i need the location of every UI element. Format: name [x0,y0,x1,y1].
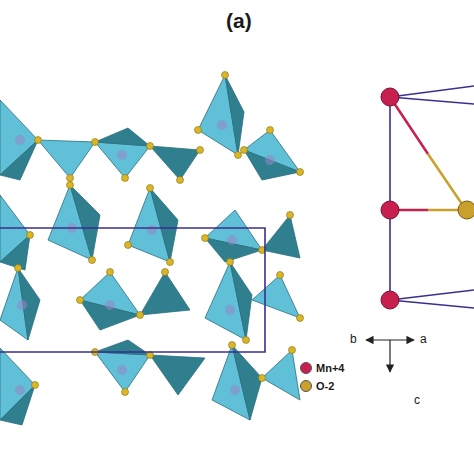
legend-swatch [300,380,312,392]
axis-label: a [420,333,427,345]
legend-entry: Mn+4 [300,362,344,374]
legend-swatch [300,362,312,374]
panel-label: (a) [226,10,252,31]
legend-text: Mn+4 [316,362,344,374]
axis-label: c [414,394,420,406]
axis-label: b [350,333,357,345]
legend-entry: O-2 [300,380,334,392]
legend-text: O-2 [316,380,334,392]
